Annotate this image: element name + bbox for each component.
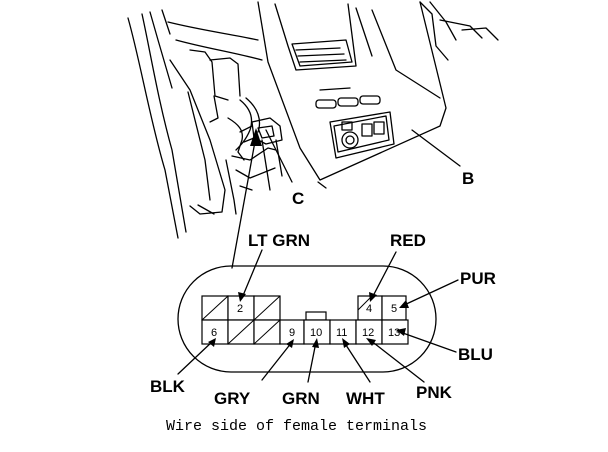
label-gry: GRY xyxy=(214,389,251,408)
label-c: C xyxy=(292,189,304,208)
label-lt-grn: LT GRN xyxy=(248,231,310,250)
pin-6: 6 xyxy=(211,327,217,339)
dashboard-illustration xyxy=(127,1,499,239)
pointer-arrow xyxy=(231,128,262,269)
pin-13: 13 xyxy=(388,327,400,339)
pin-10: 10 xyxy=(310,327,322,339)
wire-leaders xyxy=(177,249,459,383)
cell-1 xyxy=(201,295,229,321)
pin-5: 5 xyxy=(391,303,397,315)
cell-3 xyxy=(253,295,281,321)
label-blk: BLK xyxy=(150,377,186,396)
cell-7 xyxy=(227,319,255,345)
pin-4: 4 xyxy=(366,303,372,315)
pin-11: 11 xyxy=(336,327,347,339)
label-pur: PUR xyxy=(460,269,496,288)
cell-8 xyxy=(253,319,281,345)
pin-2: 2 xyxy=(237,303,243,315)
cell-12 xyxy=(355,319,383,345)
connector-face: 2 4 5 6 9 10 11 12 13 xyxy=(177,265,437,373)
pin-12: 12 xyxy=(362,327,374,339)
pin-9: 9 xyxy=(289,327,295,339)
label-b: B xyxy=(462,169,474,188)
label-pnk: PNK xyxy=(416,383,453,402)
label-blu: BLU xyxy=(458,345,493,364)
locking-tab xyxy=(305,311,327,321)
label-wht: WHT xyxy=(346,389,385,408)
caption: Wire side of female terminals xyxy=(166,418,427,435)
label-red: RED xyxy=(390,231,426,250)
label-grn: GRN xyxy=(282,389,320,408)
